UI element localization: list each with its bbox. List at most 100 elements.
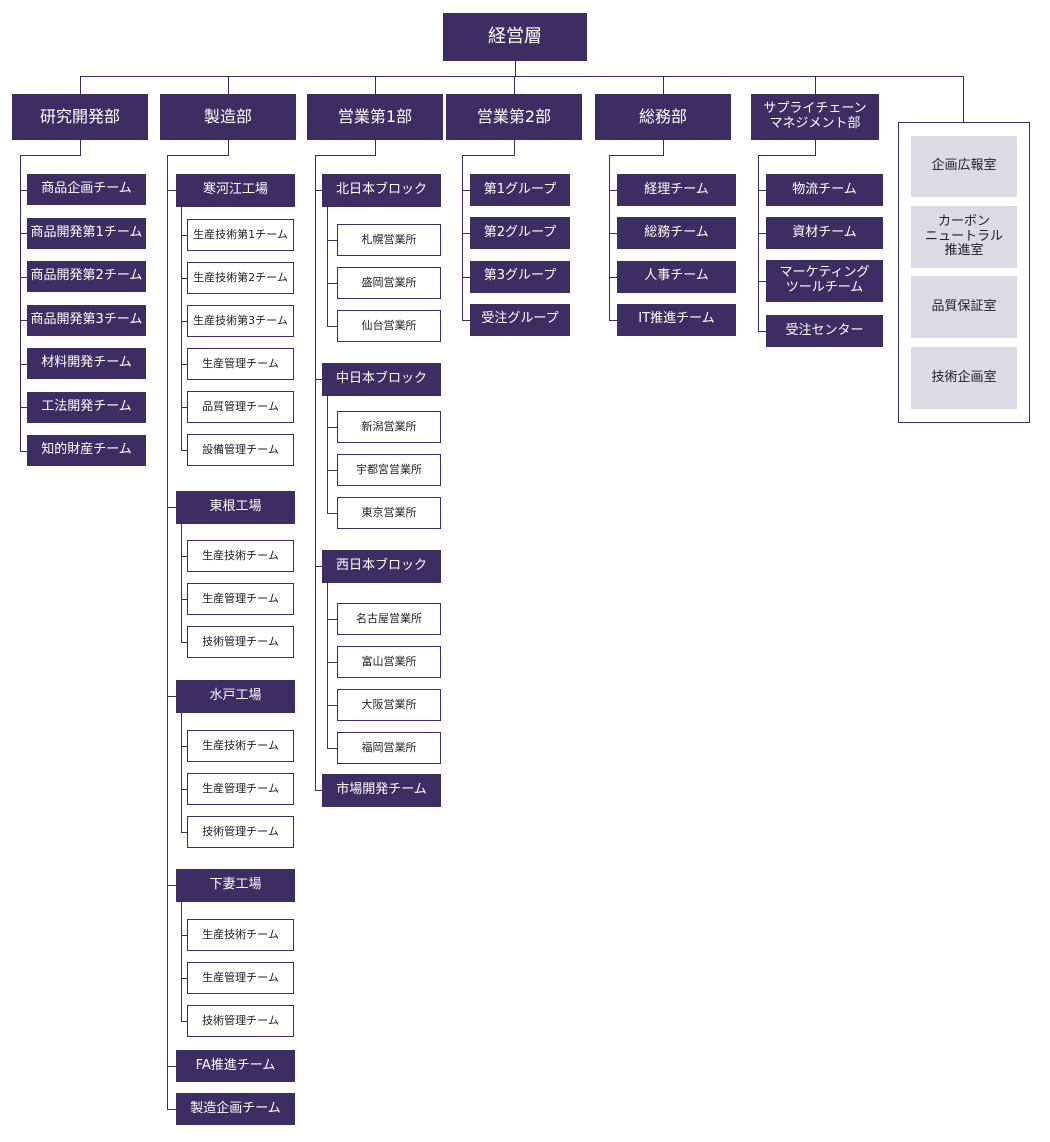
mfg-planning-box: 製造企画チーム: [176, 1093, 295, 1125]
connector-line: [181, 902, 182, 1022]
scm-team-box: マーケティング ツールチーム: [766, 260, 883, 302]
connector-line: [80, 140, 81, 156]
dept-box-s1: 営業第1部: [307, 94, 443, 140]
connector-line: [609, 233, 618, 235]
office-box: 新潟営業所: [337, 411, 441, 443]
connector-line: [963, 76, 964, 123]
plant-box-higashine: 東根工場: [176, 491, 295, 524]
connector-line: [181, 207, 182, 451]
connector-line: [327, 513, 338, 514]
connector-line: [181, 789, 188, 790]
office-box: 宇都宮営業所: [337, 454, 441, 486]
connector-line: [20, 233, 28, 234]
connector-line: [815, 76, 816, 95]
connector-line: [20, 155, 81, 156]
connector-line: [327, 427, 338, 428]
connector-line: [167, 155, 229, 156]
connector-line: [609, 190, 618, 191]
rd-team-box: 商品開発第2チーム: [27, 261, 146, 292]
plant-team-box: 生産技術チーム: [187, 730, 294, 762]
connector-line: [515, 61, 516, 77]
connector-line: [181, 407, 188, 408]
connector-line: [228, 76, 229, 95]
connector-line: [315, 790, 323, 791]
plant-team-box: 技術管理チーム: [187, 626, 294, 658]
office-box: 名古屋営業所: [337, 603, 441, 635]
ga-team-box: IT推進チーム: [617, 303, 736, 336]
connector-line: [181, 746, 188, 747]
staff-office-box: カーボン ニュートラル 推進室: [911, 206, 1017, 268]
office-box: 札幌営業所: [337, 224, 441, 256]
connector-line: [315, 190, 323, 191]
connector-line: [609, 276, 618, 278]
connector-line: [20, 155, 21, 452]
connector-line: [327, 662, 338, 663]
ga-team-box: 人事チーム: [617, 260, 736, 293]
connector-line: [462, 276, 471, 278]
staff-office-box: 企画広報室: [911, 136, 1017, 197]
connector-line: [181, 524, 182, 643]
connector-line: [758, 155, 759, 332]
connector-line: [663, 76, 664, 95]
connector-line: [80, 76, 964, 77]
connector-line: [327, 583, 328, 749]
plant-box-mito: 水戸工場: [176, 680, 295, 713]
office-box: 福岡営業所: [337, 732, 441, 764]
connector-line: [167, 885, 177, 886]
connector-line: [181, 978, 188, 979]
plant-team-box: 品質管理チーム: [187, 391, 294, 423]
rd-team-box: 商品開発第3チーム: [27, 304, 146, 336]
connector-line: [20, 363, 28, 365]
s2-group-box: 受注グループ: [470, 303, 570, 336]
connector-line: [181, 235, 188, 236]
connector-line: [181, 321, 188, 322]
connector-line: [327, 240, 338, 241]
block-box-central: 中日本ブロック: [322, 363, 441, 396]
connector-line: [167, 1109, 177, 1110]
connector-line: [181, 450, 188, 451]
s2-group-box: 第1グループ: [470, 174, 570, 206]
connector-line: [167, 155, 168, 1110]
connector-line: [609, 155, 664, 156]
dept-box-ga: 総務部: [595, 94, 731, 140]
connector-line: [758, 233, 767, 234]
rd-team-box: 材料開発チーム: [27, 348, 146, 379]
dept-box-s2: 営業第2部: [446, 94, 582, 140]
connector-line: [228, 140, 229, 156]
connector-line: [181, 599, 188, 600]
connector-line: [181, 713, 182, 833]
office-box: 仙台営業所: [337, 310, 441, 342]
plant-box-kanga: 寒河江工場: [176, 174, 295, 207]
office-box: 富山営業所: [337, 646, 441, 678]
connector-line: [181, 1021, 188, 1022]
connector-line: [315, 155, 376, 156]
plant-team-box: 設備管理チーム: [187, 434, 294, 466]
connector-line: [375, 76, 376, 95]
office-box: 盛岡営業所: [337, 267, 441, 299]
connector-line: [758, 331, 767, 332]
connector-line: [20, 189, 28, 191]
connector-line: [327, 283, 338, 284]
connector-line: [609, 155, 610, 321]
connector-line: [80, 76, 81, 95]
connector-line: [167, 507, 177, 508]
block-box-west: 西日本ブロック: [322, 550, 441, 583]
connector-line: [758, 190, 767, 191]
scm-team-box: 資材チーム: [766, 217, 883, 249]
plant-team-box: 生産技術第2チーム: [187, 262, 294, 294]
plant-team-box: 生産管理チーム: [187, 583, 294, 615]
plant-team-box: 生産技術チーム: [187, 540, 294, 572]
connector-line: [375, 140, 376, 156]
connector-line: [462, 190, 471, 191]
connector-line: [327, 326, 338, 327]
connector-line: [181, 278, 188, 279]
connector-line: [181, 832, 188, 833]
connector-line: [327, 470, 338, 471]
connector-line: [663, 140, 664, 156]
plant-team-box: 生産技術第1チーム: [187, 219, 294, 251]
office-box: 大阪営業所: [337, 689, 441, 721]
connector-line: [167, 696, 177, 697]
plant-box-shimotsuma: 下妻工場: [176, 869, 295, 902]
connector-line: [462, 155, 463, 321]
